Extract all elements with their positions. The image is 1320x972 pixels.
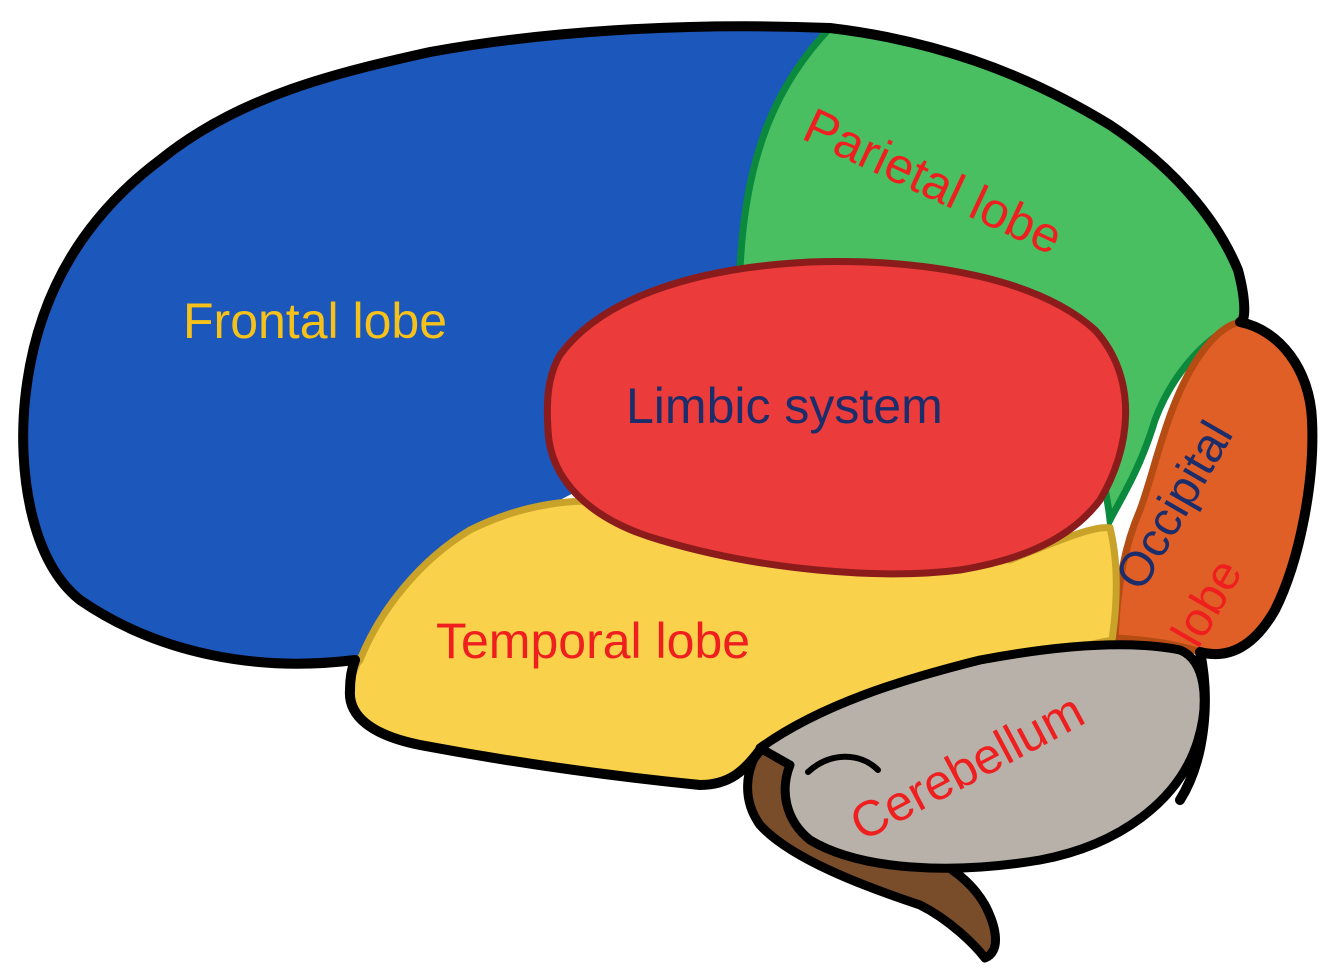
limbic-system-label: Limbic system [626, 378, 943, 434]
temporal-lobe-label: Temporal lobe [436, 613, 750, 669]
frontal-lobe-label: Frontal lobe [183, 293, 447, 349]
brain-outline-temporal-start [350, 660, 355, 690]
